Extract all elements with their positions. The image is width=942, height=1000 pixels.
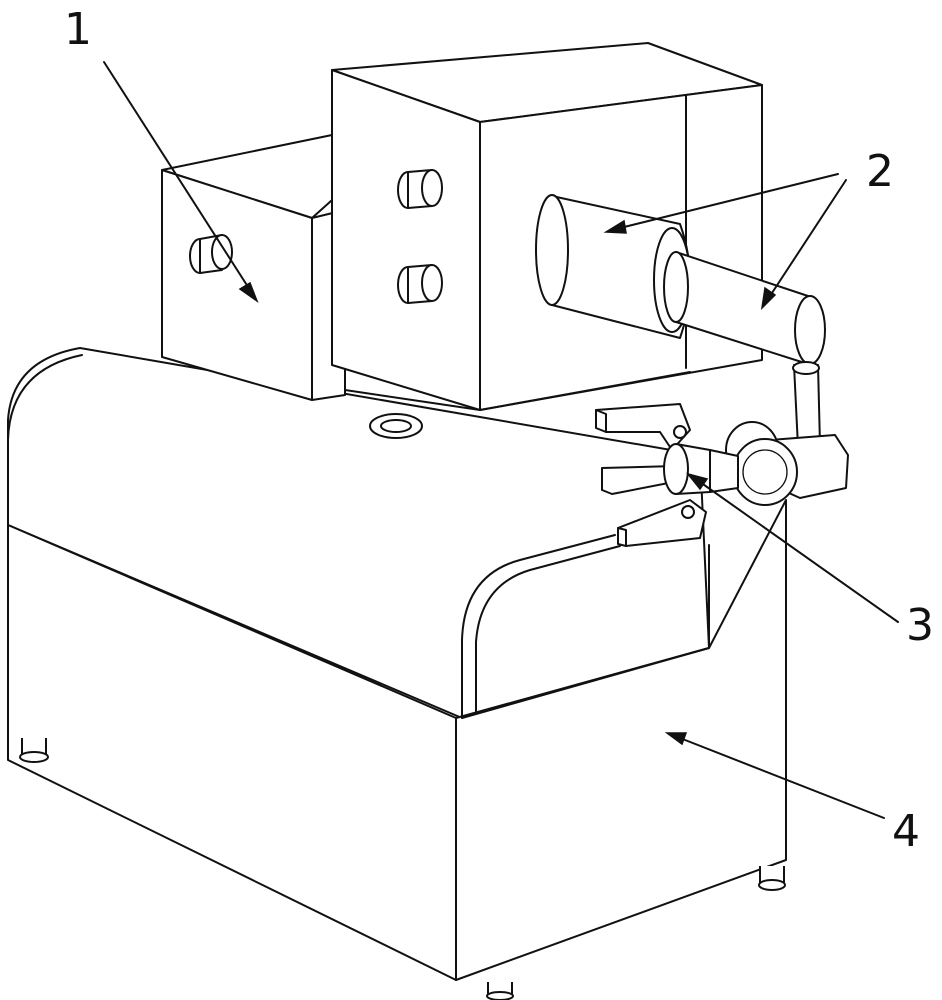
callout-label-1: 1 [64,4,92,55]
main-box-knob-bottom [397,264,443,304]
cabinet-top-curve [7,354,83,441]
post-top [792,361,820,375]
cabinet-rounded-edge-inner [475,545,621,713]
callout-labels: 1 2 3 4 [64,4,934,857]
cabinet-rounded-edge [461,534,616,719]
left-box-knob [189,234,233,274]
main-box-front [331,69,481,411]
callout-label-2: 2 [866,146,894,197]
cabinet-feet [19,738,786,1000]
leader-lines [103,61,899,819]
base-cabinet [7,347,787,1000]
main-box-underside [344,371,691,411]
cabinet-step-face [461,544,710,719]
large-cylinder-end [535,194,569,306]
piston-rod-start [663,251,689,323]
main-box-knob-top [397,169,443,209]
support-arm [725,361,849,506]
callout-label-3: 3 [906,600,934,651]
cylinder-assembly [535,194,826,365]
left-box [161,134,361,401]
callout-label-4: 4 [892,806,920,857]
piston-rod-end [794,295,826,365]
gripper-assembly [595,403,739,547]
top-hole-inner [380,419,412,433]
vertical-post [793,364,821,448]
